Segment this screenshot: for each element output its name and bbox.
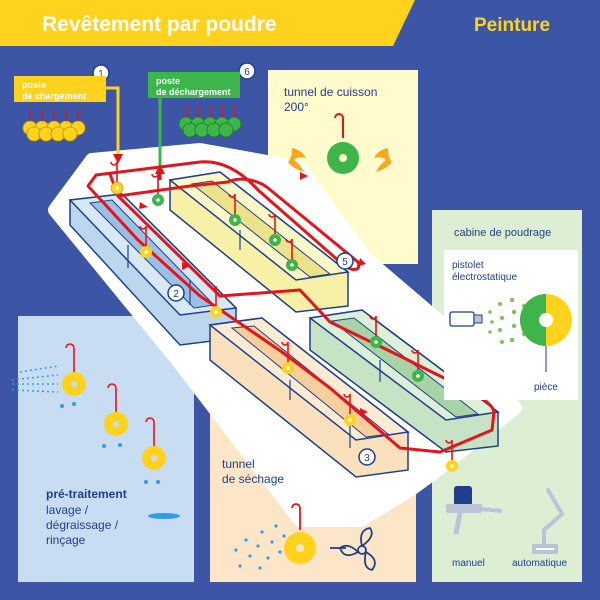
drying-title-line1: tunnel	[222, 457, 255, 471]
header-bar	[0, 0, 600, 46]
coated-part-icon	[520, 294, 572, 346]
curing-panel-title: tunnel de cuisson	[284, 85, 377, 99]
svg-text:2: 2	[173, 289, 179, 300]
pretreatment-line3: rinçage	[46, 533, 86, 547]
unloading-label-line1: poste	[156, 76, 180, 86]
curing-part-icon	[327, 113, 359, 174]
water-drops-icon	[60, 402, 180, 519]
manual-spray-gun-icon	[446, 486, 503, 535]
water-spray-icon	[11, 365, 59, 393]
header-tab-peinture: Peinture	[474, 15, 550, 36]
air-particles	[234, 524, 286, 570]
unloading-station-tag	[148, 72, 240, 174]
conveyor-track	[86, 160, 496, 454]
station-marker-6: 6	[238, 62, 256, 80]
loading-label-line2: de chargement	[22, 91, 86, 101]
track-arrow	[358, 258, 366, 266]
station-marker-2: 2	[167, 284, 185, 302]
track-arrow	[300, 172, 308, 180]
loading-label-line1: poste	[22, 80, 46, 90]
track-arrow	[182, 262, 190, 270]
pretreatment-line2: dégraissage /	[46, 518, 119, 532]
drying-tank	[208, 317, 410, 478]
curing-tank	[168, 171, 350, 313]
pretreatment-panel	[18, 316, 194, 582]
svg-text:5: 5	[342, 257, 348, 268]
station-marker-3: 3	[358, 448, 376, 466]
page-title: Revêtement par poudre	[42, 13, 277, 36]
manual-label: manuel	[452, 558, 485, 569]
svg-text:6: 6	[244, 67, 250, 78]
pretreatment-title: pré-traitement	[46, 487, 127, 501]
track-arrow	[360, 408, 368, 416]
raw-parts-stack	[22, 110, 86, 142]
drying-part-icon	[284, 503, 316, 564]
track-arrow	[139, 202, 148, 209]
drying-title-line2: de séchage	[222, 472, 284, 486]
flame-icon	[288, 148, 392, 172]
conveyor-parts	[110, 161, 458, 472]
gun-label-line1: pistolet	[452, 260, 484, 271]
part-label: pièce	[534, 382, 558, 393]
booth-panel-title: cabine de poudrage	[454, 227, 551, 239]
station-marker-5: 5	[336, 252, 354, 270]
unloading-label-line2: de déchargement	[156, 87, 231, 97]
automatic-label: automatique	[512, 558, 567, 569]
coated-parts-stack	[178, 106, 242, 138]
spray-gun-icon	[449, 311, 483, 327]
curing-panel-temperature: 200°	[284, 100, 309, 114]
fan-icon	[330, 527, 376, 571]
gun-label-line2: électrostatique	[452, 272, 517, 283]
robot-arm-icon	[532, 488, 565, 554]
pretreatment-parts	[62, 343, 166, 470]
loading-station-tag	[14, 76, 123, 164]
svg-text:1: 1	[98, 69, 104, 80]
svg-text:3: 3	[364, 453, 370, 464]
pretreatment-line1: lavage /	[46, 503, 89, 517]
